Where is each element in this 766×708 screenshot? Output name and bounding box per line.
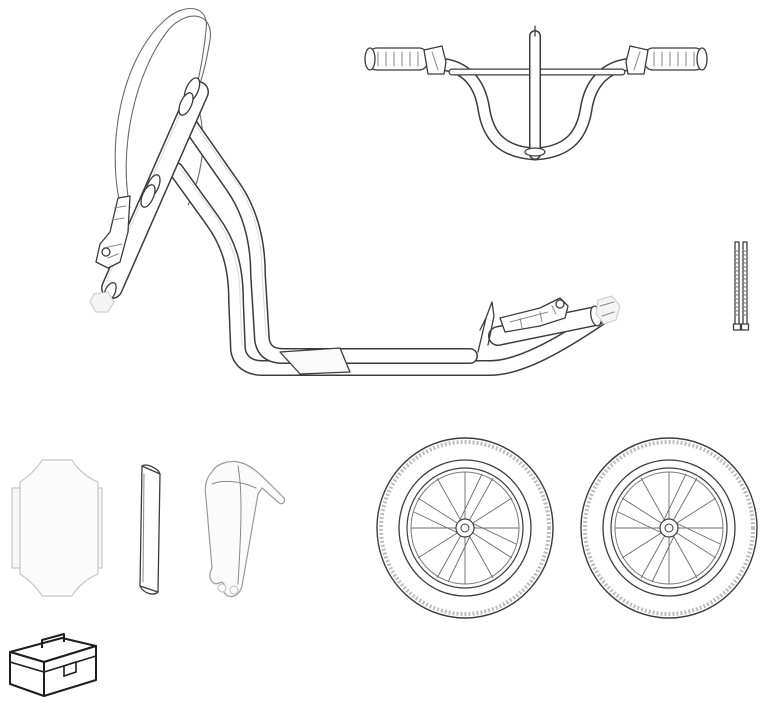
right-grip-icon bbox=[625, 45, 708, 75]
rear-wheel-icon bbox=[574, 432, 764, 624]
rear-brake-icon bbox=[499, 297, 569, 333]
mudguard-icon bbox=[198, 458, 290, 600]
deck-pad-icon bbox=[8, 458, 106, 598]
front-brake-icon bbox=[95, 195, 131, 269]
left-grip-icon bbox=[364, 45, 447, 75]
front-wheel-icon bbox=[370, 432, 560, 624]
toolbox-icon bbox=[6, 628, 102, 700]
handlebar-icon bbox=[360, 22, 712, 172]
bolt-icon bbox=[732, 240, 752, 332]
scooter-frame-icon bbox=[0, 0, 640, 390]
tube-icon bbox=[134, 460, 168, 598]
